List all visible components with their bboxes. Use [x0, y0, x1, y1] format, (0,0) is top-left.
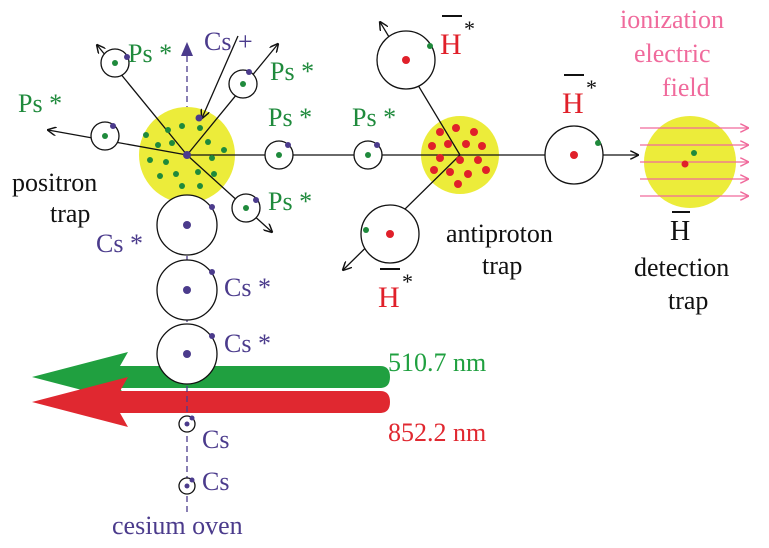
cs-star-label: Cs *: [96, 229, 143, 258]
atom-icon: [90, 121, 120, 151]
ionized-antiproton: [681, 160, 689, 168]
atom-icon: [360, 204, 420, 264]
laser-red-beam: [32, 377, 390, 427]
ionization-field-arrows: [640, 128, 748, 196]
detection-trap-label: detection: [634, 253, 729, 282]
atom-icon: [353, 140, 383, 170]
laser-arrow-icon: [32, 352, 390, 402]
ionization-label: ionization: [620, 5, 724, 34]
star-label: *: [464, 16, 475, 41]
positron-trap-label: positron: [12, 168, 97, 197]
detection-trap-label: trap: [668, 286, 708, 315]
ionized-positron: [691, 150, 697, 156]
ps-label: Ps *: [270, 57, 314, 86]
cesium-oven-label: cesium oven: [112, 511, 243, 540]
laser-green-beam: [32, 352, 390, 402]
laser-red-label: 852.2 nm: [388, 418, 486, 447]
hbar-atoms: [360, 30, 604, 264]
atom-icon: [231, 193, 261, 223]
atom-icon: [156, 194, 218, 256]
ps-label: Ps *: [352, 103, 396, 132]
laser-arrow-icon: [32, 377, 390, 427]
antiproton-particles: [428, 124, 490, 188]
atom-icon: [178, 477, 196, 495]
atom-icon: [376, 30, 436, 90]
arrow-icon: [181, 42, 193, 56]
cs-plus-label: Cs +: [204, 27, 253, 56]
ps-atoms: [90, 48, 383, 223]
laser-green-label: 510.7 nm: [388, 348, 486, 377]
cs-label: Cs: [202, 425, 229, 454]
cs-star-label: Cs *: [224, 329, 271, 358]
cs-star-label: Cs *: [224, 273, 271, 302]
ionization-label: field: [662, 73, 710, 102]
atom-icon: [264, 140, 294, 170]
cs-atoms: [156, 194, 218, 495]
hbar-star-label: H: [378, 281, 400, 314]
antiproton-trap-label: antiproton: [446, 219, 553, 248]
cs-ion: [195, 114, 203, 122]
ps-label: Ps *: [268, 103, 312, 132]
atom-icon: [156, 323, 218, 385]
atom-icon: [156, 259, 218, 321]
atom-icon: [544, 125, 604, 185]
ps-label: Ps *: [128, 39, 172, 68]
star-label: *: [402, 269, 413, 294]
ps-label: Ps *: [268, 187, 312, 216]
positron-particles: [143, 123, 227, 189]
hbar-label: H: [670, 216, 690, 247]
atom-icon: [178, 415, 196, 433]
positron-trap-label: trap: [50, 199, 90, 228]
cs-label: Cs: [202, 467, 229, 496]
atom-icon: [100, 48, 130, 78]
ps-label: Ps *: [18, 89, 62, 118]
trap-center-dot: [183, 151, 191, 159]
ionization-label: electric: [634, 39, 711, 68]
antiproton-trap-label: trap: [482, 251, 522, 280]
atom-icon: [228, 69, 258, 99]
star-label: *: [586, 75, 597, 100]
hbar-star-label: H: [440, 28, 462, 61]
hbar-star-label: H: [562, 87, 584, 120]
